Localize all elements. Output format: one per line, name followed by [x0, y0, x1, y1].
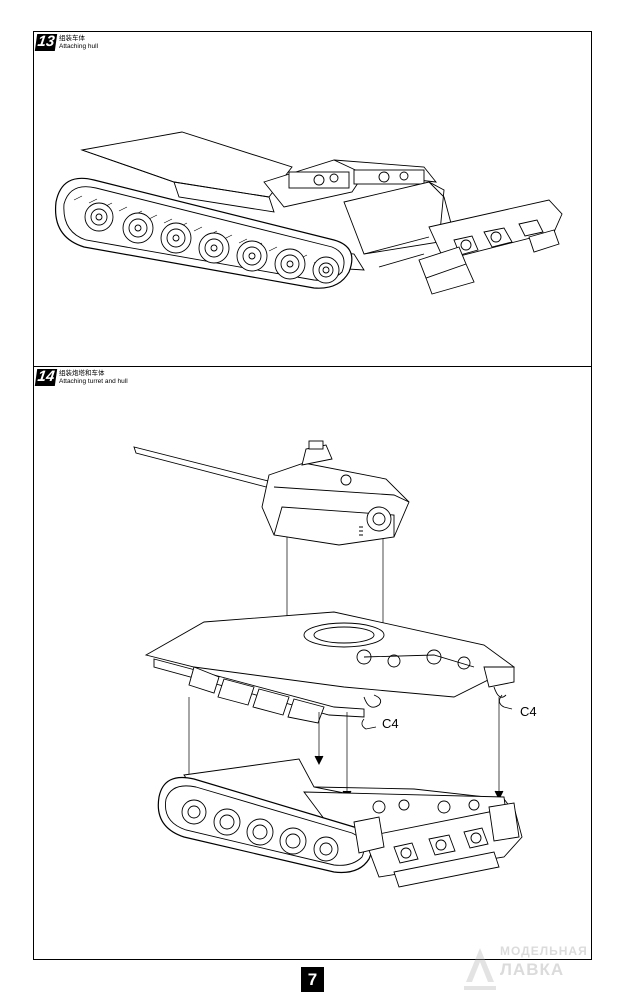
step-14-assembly-illustration	[133, 440, 523, 888]
turret-drawing	[133, 440, 410, 546]
lower-hull-drawing	[157, 758, 523, 888]
step-13-title-en: Attaching hull	[59, 43, 99, 50]
part-label-c4-left: C4	[382, 716, 399, 731]
step-13-title-cn: 组装车体	[59, 35, 85, 42]
shop-watermark: МОДЕЛЬНАЯ ЛАВКА	[462, 942, 612, 998]
part-label-c4-right: C4	[520, 704, 537, 719]
step-14-panel: 14 组装炮塔和车体 Attaching turret and hull	[33, 366, 592, 960]
step-14-header: 14 组装炮塔和车体 Attaching turret and hull	[34, 368, 128, 386]
watermark-line-1: МОДЕЛЬНАЯ	[500, 944, 588, 958]
watermark-emblem-icon	[464, 948, 496, 990]
step-13-panel: 13 组装车体 Attaching hull	[33, 31, 592, 367]
step-13-header: 13 组装车体 Attaching hull	[34, 33, 99, 51]
watermark-line-2: ЛАВКА	[500, 960, 565, 979]
step-14-title-cn: 组装炮塔和车体	[59, 370, 105, 377]
step-13-hull-illustration	[54, 131, 563, 295]
step-14-title-en: Attaching turret and hull	[59, 378, 128, 385]
upper-hull-drawing	[144, 611, 515, 724]
page-number: 7	[301, 967, 324, 992]
